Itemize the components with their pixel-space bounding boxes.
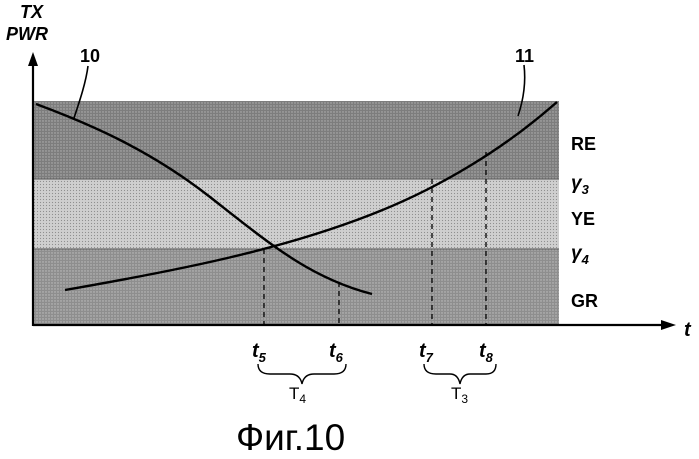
time-t7-sub: 7	[426, 350, 434, 365]
time-t7-label: t7	[419, 340, 434, 365]
zone-re-band	[33, 101, 559, 179]
interval-T3-sub: 3	[461, 392, 468, 406]
interval-T3-label: T3	[451, 384, 468, 406]
time-t8-sub: 8	[486, 350, 494, 365]
curve-11-label: 11	[515, 46, 534, 66]
figure-caption: Фиг.10	[236, 417, 345, 458]
time-t5-sub: 5	[259, 350, 267, 365]
y-axis-label-line2: PWR	[6, 24, 48, 44]
interval-T4-sub: 4	[299, 392, 306, 406]
time-t6-sub: 6	[336, 350, 344, 365]
zone-ye-label: YE	[571, 209, 595, 229]
time-t8-label: t8	[479, 340, 494, 365]
curve-10-label: 10	[80, 46, 100, 66]
zone-gr-label: GR	[571, 291, 598, 311]
brace-T3	[424, 364, 496, 384]
time-t5-label: t5	[252, 340, 267, 365]
x-axis-arrow	[661, 320, 676, 330]
threshold-y3-label: γ3	[571, 173, 590, 197]
x-axis-label: t	[684, 319, 692, 341]
y-axis-label-line1: TX	[20, 2, 44, 22]
interval-T4-label: T4	[289, 384, 306, 406]
y-axis-arrow	[28, 52, 38, 66]
time-t6-label: t6	[329, 340, 344, 365]
interval-T3-base: T	[451, 384, 461, 403]
threshold-y4-sub: 4	[581, 252, 590, 267]
interval-T4-base: T	[289, 384, 299, 403]
brace-T4	[258, 364, 346, 384]
threshold-y4-label: γ4	[571, 243, 590, 267]
zone-ye-band	[33, 179, 559, 249]
threshold-y3-sub: 3	[582, 182, 590, 197]
zone-re-label: RE	[571, 134, 596, 154]
